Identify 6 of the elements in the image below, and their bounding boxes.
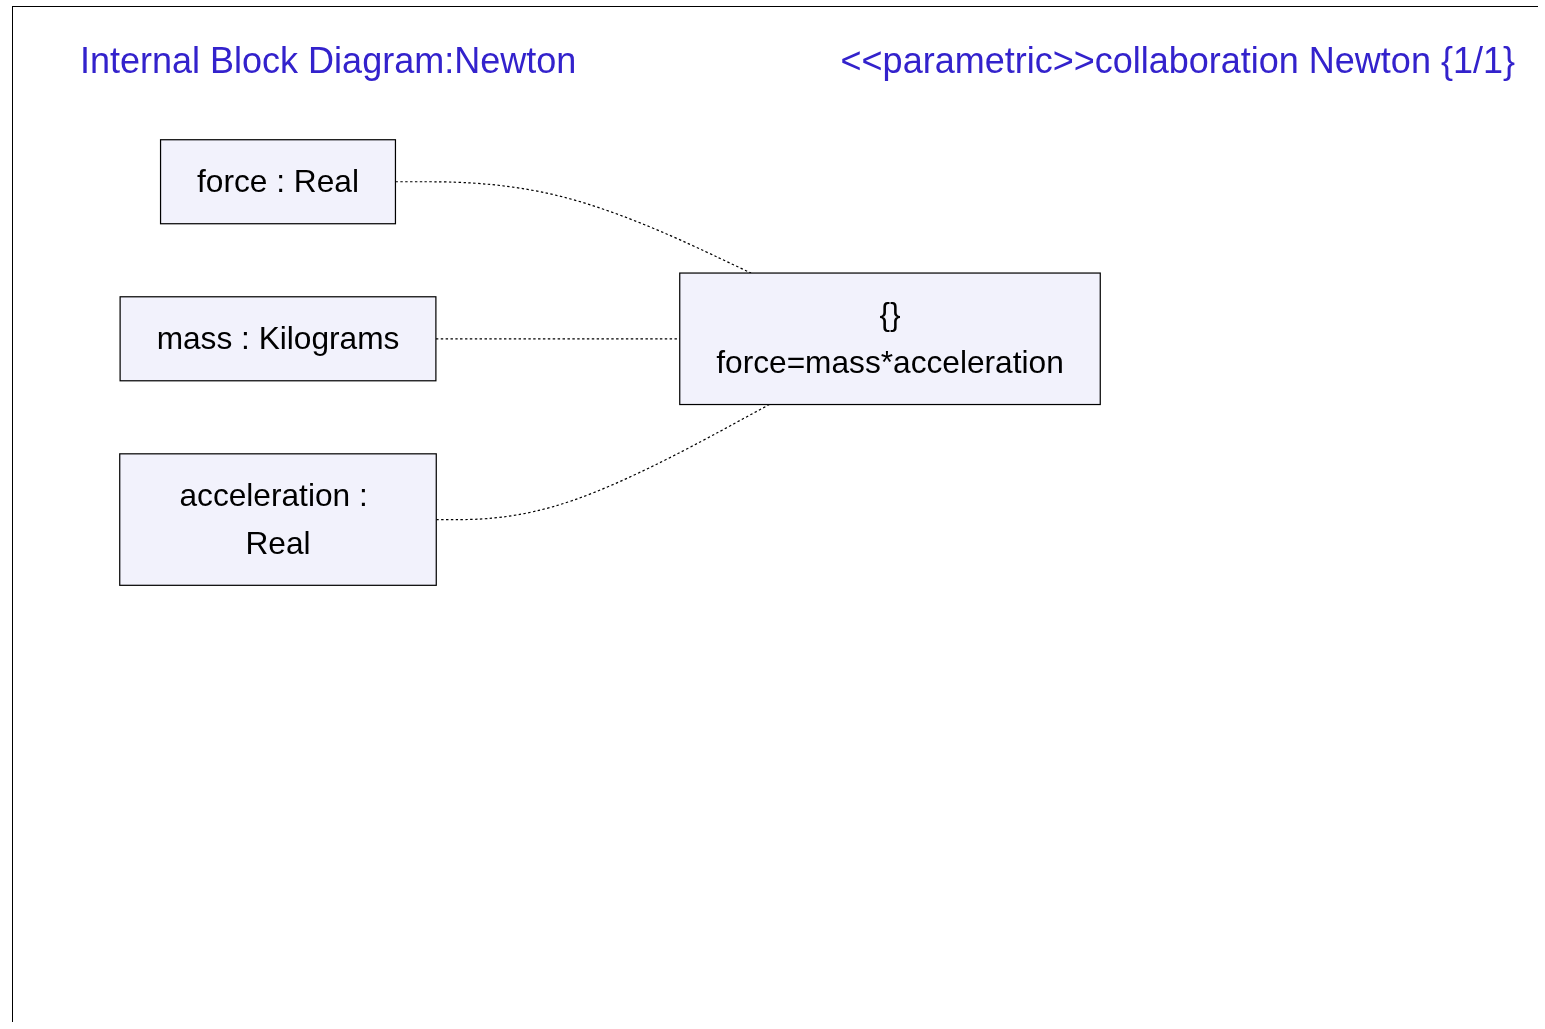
diagram-title: Internal Block Diagram:Newton: [80, 40, 577, 82]
node-box: {} force=mass*acceleration: [679, 272, 1101, 406]
node-box: force : Real: [159, 139, 397, 225]
node-box: mass : Kilograms: [119, 296, 437, 382]
node-box: acceleration : Real: [119, 453, 437, 586]
header-label: <<parametric>>collaboration Newton {1/1}: [840, 40, 1515, 82]
